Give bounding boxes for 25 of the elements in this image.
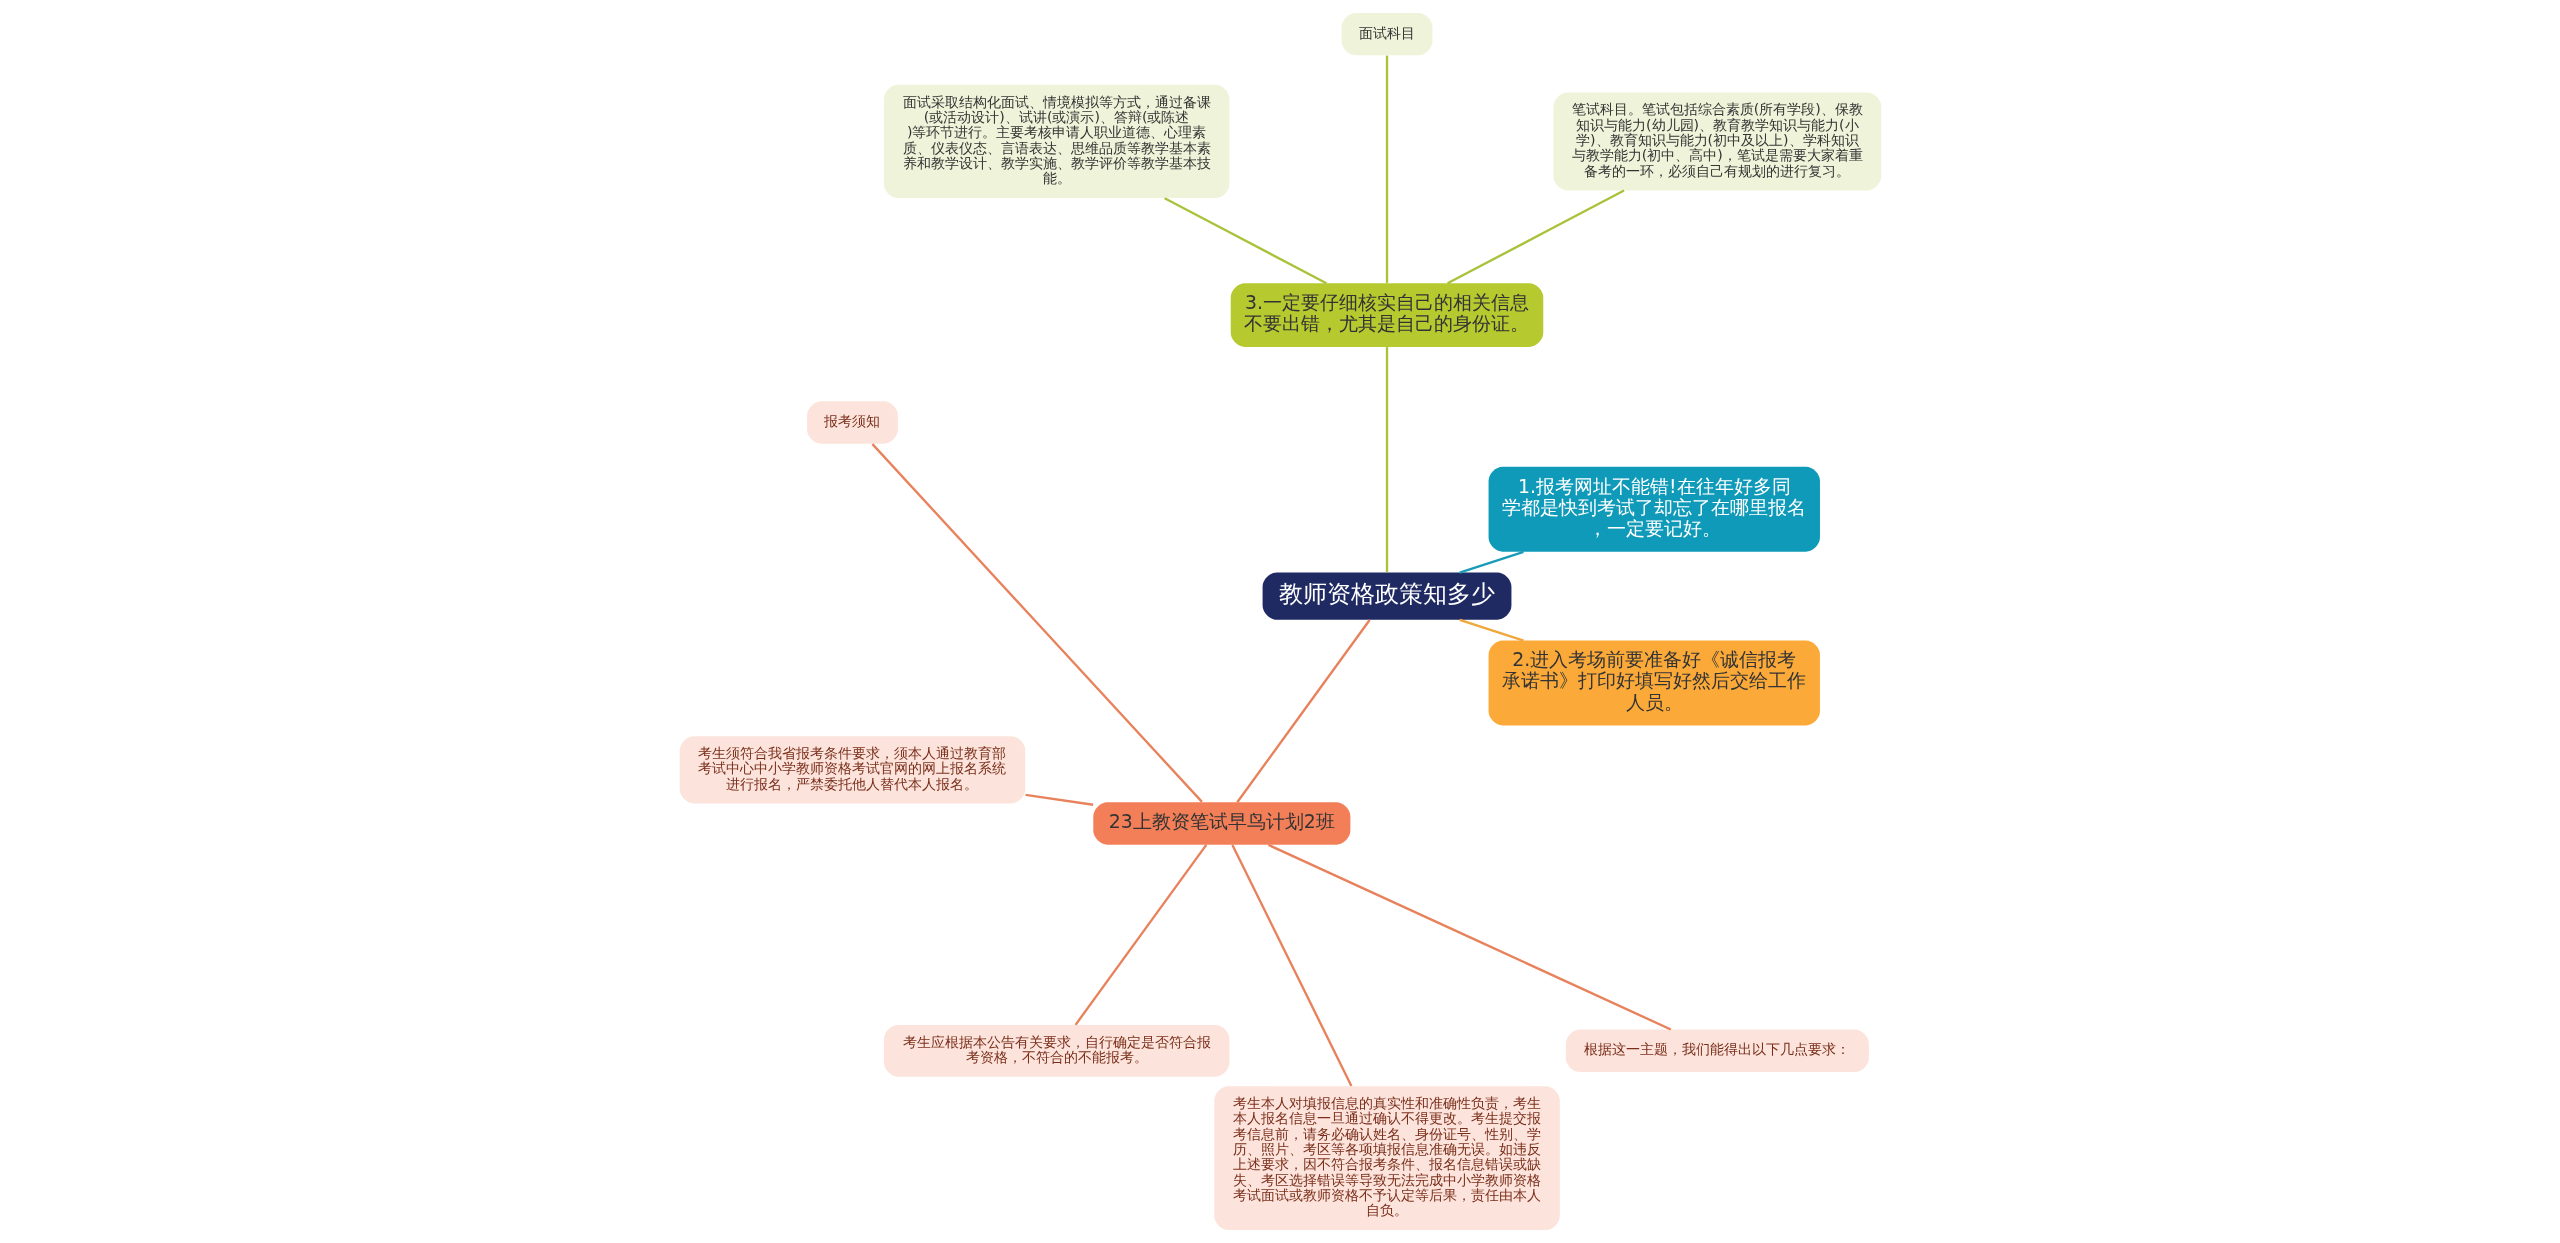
node-box: 3.一定要仔细核实自己的相关信息不要出错，尤其是自己的身份证。 — [1230, 283, 1543, 347]
connector — [1235, 619, 1371, 803]
connector — [871, 443, 1203, 803]
connector — [1230, 844, 1352, 1087]
node-box: 笔试科目。笔试包括综合素质(所有学段)、保教知识与能力(幼儿园)、教育教学知识与能力(小学)、教育知识与能力(初中及以上)、学科知识与教学能力(初中、高中)，笔试是需要大家着重备考的一环，必须自己有规划的进行复习。 — [1552, 92, 1881, 191]
connector — [1446, 189, 1625, 285]
node-box: 考生须符合我省报考条件要求，须本人通过教育部考试中心中小学教师资格考试官网的网上报名系统进行报名，严禁委托他人替代本人报名。 — [679, 736, 1025, 804]
node-box: 面试科目 — [1341, 12, 1432, 56]
connector — [1458, 550, 1524, 574]
node-box: 教师资格政策知多少 — [1262, 572, 1511, 620]
connector — [1385, 55, 1388, 283]
connector — [1163, 197, 1327, 285]
node-box: 报考须知 — [806, 401, 898, 444]
node-box: 根据这一主题，我们能得出以下几点要求： — [1565, 1029, 1869, 1073]
node-box: 面试采取结构化面试、情境模拟等方式，通过备课(或活动设计)、试讲(或演示)、答辩(或陈述)等环节进行。主要考核申请人职业道德、心理素质、仪表仪态、言语表达、思维品质等教学基本素养和教学设计、教学实施、教学评价等教学基本技能。 — [883, 84, 1229, 199]
node-box: 2.进入考场前要准备好《诚信报考承诺书》打印好填写好然后交给工作人员。 — [1488, 640, 1820, 726]
node-box: 23上教资笔试早鸟计划2班 — [1092, 802, 1350, 845]
node-box: 考生应根据本公告有关要求，自行确定是否符合报考资格，不符合的不能报考。 — [883, 1024, 1229, 1077]
node-box: 1.报考网址不能错!在往年好多同学都是快到考试了却忘了在哪里报名，一定要记好。 — [1488, 466, 1820, 552]
connector — [1385, 347, 1388, 573]
connector — [1024, 793, 1093, 806]
node-box: 考生本人对填报信息的真实性和准确性负责，考生本人报名信息一旦通过确认不得更改。考生提交报考信息前，请务必确认姓名、身份证号、性别、学历、照片、考区等各项填报信息准确无误。如违反上述要求，因不符合报考条件、报名信息错误或缺失、考区选择错误等导致无法完成中小学教师资格考试面试或教师资格不予认定等后果，责任由本人自负。 — [1213, 1086, 1560, 1231]
connector — [1458, 618, 1524, 642]
connector — [1074, 844, 1207, 1026]
connector — [1267, 843, 1671, 1031]
